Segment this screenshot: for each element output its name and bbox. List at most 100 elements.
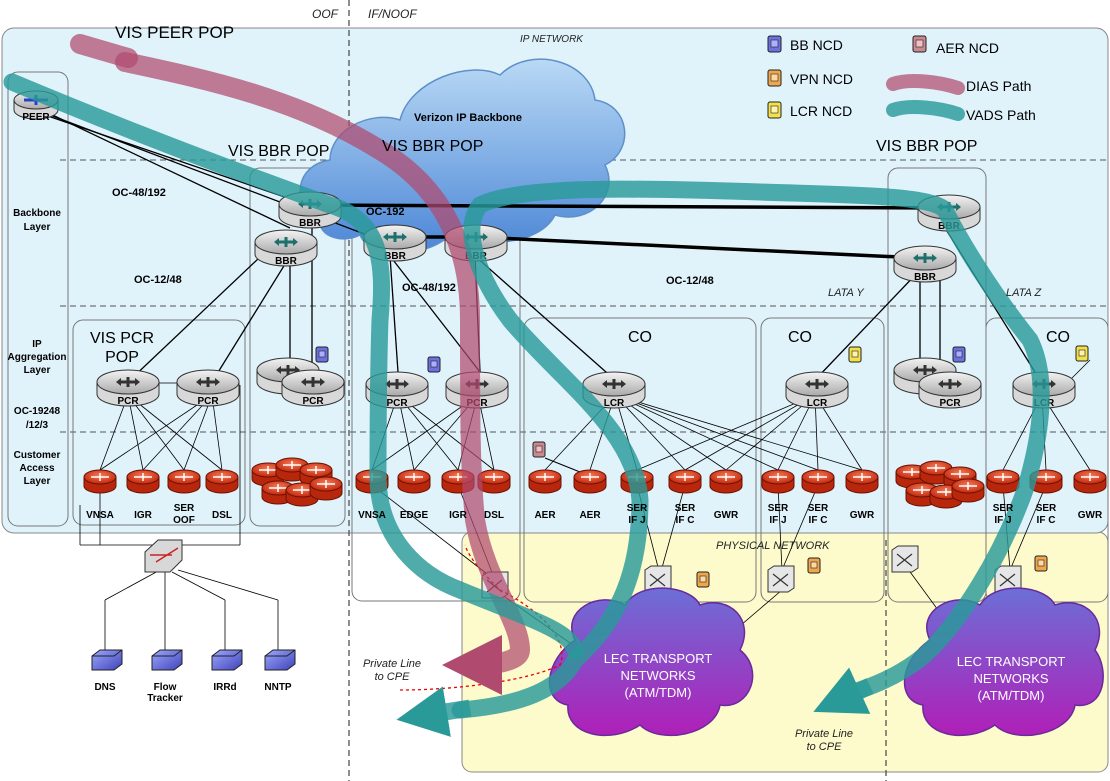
lec-label-2-line2: NETWORKS [973,671,1048,686]
ip-layer-label-1: IP [32,339,42,350]
vpn-ncd-1 [696,571,710,588]
legend-lcr-ncd: LCR NCD [790,103,852,119]
link-bbr-lcr-1 [474,255,616,381]
if-noof-label: IF/NOOF [368,7,417,21]
aer-ncd-icon [912,35,927,53]
bb-ncd-icon [767,35,782,53]
pcr-router-3[interactable]: PCR [281,369,345,407]
pcr-router-6-label: PCR [939,398,961,409]
dias-path [115,52,531,695]
access-router-18[interactable] [1073,469,1107,494]
access-router-3[interactable] [205,469,239,494]
access-cluster-b-5[interactable] [951,478,985,503]
cross-connect-3[interactable] [767,565,795,593]
link-access-xc [659,484,686,576]
access-label-14-0: SER [808,503,829,514]
vis-pcr-pop-label-1: VIS PCR [90,330,154,347]
access-label-12-0: GWR [714,510,739,521]
pcr-router-1-label: PCR [117,396,139,407]
link-lcr-ncd [1069,359,1091,381]
pcr-router-6[interactable]: PCR [918,371,982,409]
vis-peer-pop-label: VIS PEER POP [115,23,234,42]
access-label-17-1: IF C [1037,515,1056,526]
customer-layer-label-1: Customer [14,450,61,461]
link-lcr-access [614,394,863,471]
server-label-2-0: IRRd [213,682,236,693]
vis-pcr-pop-label-2: POP [105,349,139,366]
link-pcr-access [99,394,129,471]
access-label-10-1: IF J [628,515,645,526]
access-router-16[interactable] [986,469,1020,494]
access-router-1[interactable] [126,469,160,494]
lcr-router-2-label: LCR [807,398,828,409]
access-router-11[interactable] [668,469,702,494]
backbone-layer-label-1: Backbone [13,208,61,219]
customer-layer-label-3: Layer [24,476,51,487]
link-access-xc [781,484,819,571]
access-router-7[interactable] [477,469,511,494]
access-router-14[interactable] [801,469,835,494]
oc-layer-label-2: /12/3 [26,420,49,431]
pcr-router-4-label: PCR [386,398,408,409]
legend-bb-ncd: BB NCD [790,37,843,53]
link-switch-server [171,571,226,601]
bbr-router-1-label: BBR [299,218,321,229]
lcr-router-1-label: LCR [604,398,625,409]
customer-layer-label-2: Access [19,463,54,474]
bbr-router-6[interactable]: BBR [893,245,957,283]
peer-pop-box [7,71,69,527]
access-router-9[interactable] [573,469,607,494]
pcr-router-2[interactable]: PCR [176,369,240,407]
link-label-oc12-48-a: OC-12/48 [134,274,182,286]
access-router-17[interactable] [1029,469,1063,494]
bbr-router-2[interactable]: BBR [254,229,318,267]
lec-label-1-line3: (ATM/TDM) [625,685,692,700]
access-label-2-1: OOF [173,515,195,526]
link-pcr-access [99,394,213,471]
server-2[interactable] [211,649,243,671]
pcr-router-2-label: PCR [197,396,219,407]
access-label-13-0: SER [768,503,789,514]
access-router-15[interactable] [845,469,879,494]
lcr-ncd-2 [1075,345,1089,362]
server-1[interactable] [151,649,183,671]
ip-layer-label-2: Aggregation [8,352,67,363]
access-router-2[interactable] [167,469,201,494]
access-cluster-a-5[interactable] [309,476,343,501]
vads-path-main [451,180,1050,719]
link-label-oc12-48-b: OC-12/48 [666,275,714,287]
access-label-9-0: AER [579,510,601,521]
access-label-11-1: IF C [676,515,695,526]
lcr-router-2[interactable]: LCR [785,371,849,409]
lata-y-label: LATA Y [828,287,864,299]
bbr-router-2-label: BBR [275,256,297,267]
server-0[interactable] [91,649,123,671]
link-access-xc [1009,484,1047,571]
vis-bbr-pop-label-2: VIS BBR POP [382,138,483,155]
link-label-oc48-192-a: OC-48/192 [112,187,166,199]
access-router-12[interactable] [709,469,743,494]
access-cluster-b-1[interactable] [919,460,953,485]
cross-connect-4[interactable] [891,545,919,573]
link-lcr-access [684,394,816,471]
private-line-label-1-line1: Private Line [363,658,421,670]
lcr-ncd-1 [848,346,862,363]
access-router-0[interactable] [83,469,117,494]
lan-switch[interactable] [144,539,183,573]
lec-label-1-line1: LEC TRANSPORT [604,651,713,666]
vads-arrow-left [396,686,472,737]
access-label-15-0: GWR [850,510,875,521]
server-3[interactable] [264,649,296,671]
link-bbr-bbr-top [307,203,941,210]
access-router-8[interactable] [528,469,562,494]
pcr-router-1[interactable]: PCR [96,369,160,407]
pcr-router-3-label: PCR [302,396,324,407]
access-router-13[interactable] [761,469,795,494]
legend-vpn-ncd: VPN NCD [790,71,853,87]
bbr-router-3-label: BBR [384,251,406,262]
ip-network-label: IP NETWORK [520,34,584,45]
link-access-xc [371,484,496,581]
access-router-5[interactable] [397,469,431,494]
bbr-router-6-label: BBR [914,272,936,283]
